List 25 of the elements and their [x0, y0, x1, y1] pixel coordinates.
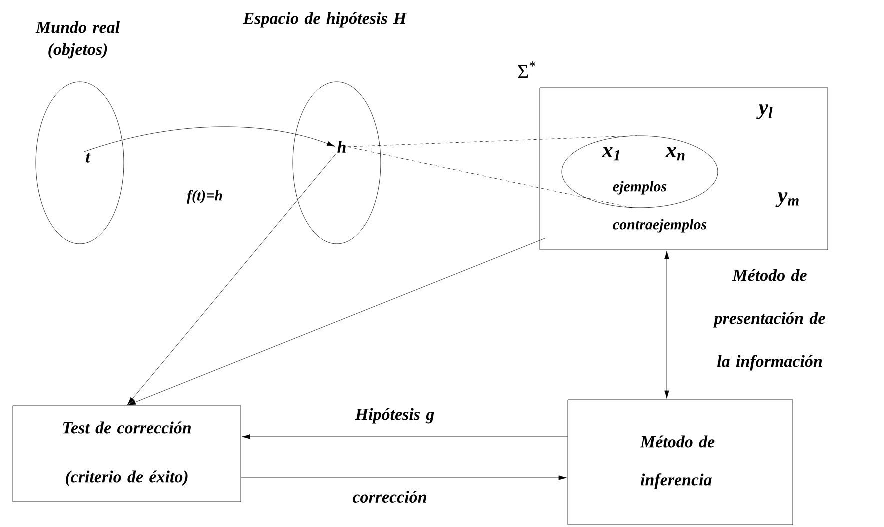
- formula-label: f(t)=h: [186, 190, 222, 204]
- set-heading: Espacio de hipótesis H: [243, 12, 408, 28]
- process-box: Test de corrección (criterio de éxito): [12, 406, 242, 502]
- arrow: [84, 126, 336, 152]
- set-heading: Mundo real (objetos): [36, 21, 120, 59]
- element-symbol: h: [338, 141, 346, 153]
- arrow: [664, 251, 670, 399]
- set-caption: contraejemplos: [613, 219, 707, 233]
- edge-label: Método de presentación de la información: [713, 269, 826, 371]
- dashed-line: [348, 136, 638, 148]
- element-symbol: y$_{l}$: [756, 104, 773, 120]
- process-box: Método de inferencia: [568, 400, 794, 526]
- edge-label: corrección: [352, 491, 426, 503]
- arrow: [128, 154, 336, 406]
- set-caption: ejemplos: [613, 181, 667, 195]
- arrow: [242, 434, 568, 440]
- arrow: [241, 476, 567, 480]
- edge-label: Hipótesis g: [355, 408, 434, 424]
- dashed-line: [348, 146, 633, 208]
- element-symbol: t: [86, 153, 91, 163]
- arrow: [128, 238, 546, 406]
- element-symbol: x$_{1}$: [602, 147, 620, 161]
- element-symbol: y$_{m}$: [776, 192, 799, 208]
- element-symbol: x$_{n}$: [666, 147, 685, 161]
- set-symbol: Σ$^{*}$: [518, 62, 536, 78]
